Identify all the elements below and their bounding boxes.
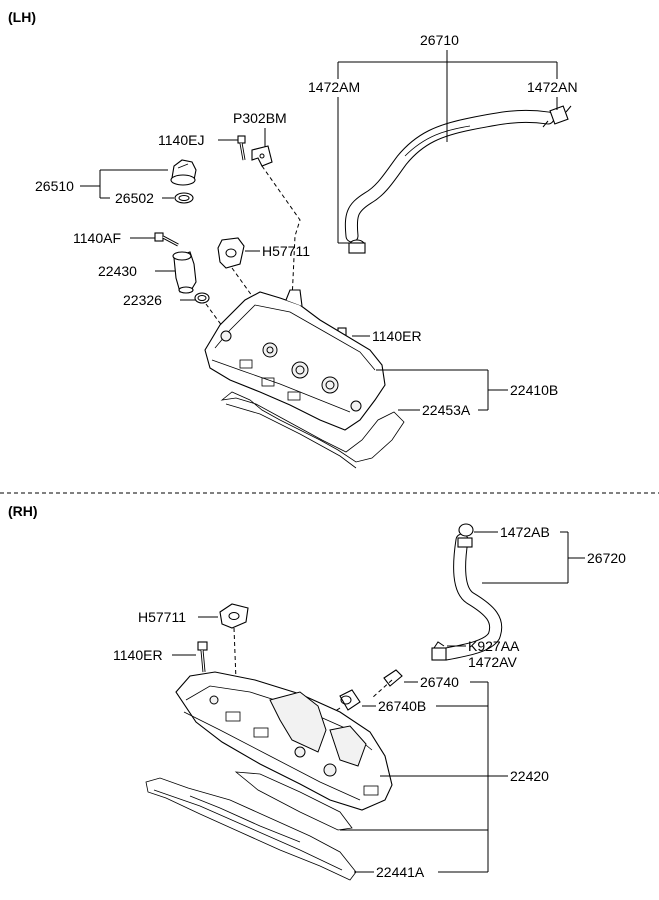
rh-head-cover xyxy=(175,671,393,811)
lh-oil-filler-neck xyxy=(172,251,197,294)
label-22410B: 22410B xyxy=(510,382,558,398)
label-22441A: 22441A xyxy=(376,864,425,880)
lh-o-ring xyxy=(194,292,210,304)
lh-head-cover xyxy=(204,289,386,431)
lh-bracket xyxy=(251,145,273,167)
label-1140AF: 1140AF xyxy=(73,230,121,246)
rh-breather-hose xyxy=(439,533,503,661)
rh-pcv-grommet xyxy=(339,689,361,711)
label-26740: 26740 xyxy=(420,674,459,690)
lh-bolt-1140AF xyxy=(154,232,179,247)
lh-clamp-left xyxy=(348,239,366,254)
label-H57711-rh: H57711 xyxy=(138,609,186,625)
label-22326: 22326 xyxy=(123,292,162,308)
rh-cover-gasket xyxy=(145,771,357,881)
rh-bolt-1140ER xyxy=(197,641,208,673)
lh-grommet xyxy=(217,237,245,269)
lh-oil-cap-gasket xyxy=(174,192,194,204)
section-label-rh: (RH) xyxy=(8,503,38,519)
lh-oil-cap xyxy=(170,159,197,186)
label-26510: 26510 xyxy=(35,178,74,194)
label-1472AB: 1472AB xyxy=(500,524,550,540)
label-26740B: 26740B xyxy=(378,698,426,714)
label-22453A: 22453A xyxy=(422,402,471,418)
label-H57711: H57711 xyxy=(262,243,310,259)
label-1140EJ: 1140EJ xyxy=(158,132,204,148)
label-K927AA: K927AA xyxy=(468,638,520,654)
lh-breather-hose xyxy=(344,109,555,243)
label-1472AM: 1472AM xyxy=(308,79,360,95)
label-1472AN: 1472AN xyxy=(527,79,578,95)
label-26710: 26710 xyxy=(420,32,459,48)
lh-cover-gasket xyxy=(220,391,405,469)
label-1472AV: 1472AV xyxy=(468,654,517,670)
rh-grommet xyxy=(219,603,249,629)
label-P302BM: P302BM xyxy=(233,110,287,126)
rh-clip xyxy=(431,641,447,661)
lh-bolt-1140EJ xyxy=(237,135,246,161)
label-26720: 26720 xyxy=(587,550,626,566)
rh-pcv-valve xyxy=(371,669,403,699)
label-1140ER-lh: 1140ER xyxy=(372,328,422,344)
label-22430: 22430 xyxy=(98,263,137,279)
label-22420: 22420 xyxy=(510,768,549,784)
rh-clamp-top xyxy=(457,523,474,548)
label-26502: 26502 xyxy=(115,190,154,206)
section-label-lh: (LH) xyxy=(8,9,36,25)
label-1140ER-rh: 1140ER xyxy=(113,647,163,663)
